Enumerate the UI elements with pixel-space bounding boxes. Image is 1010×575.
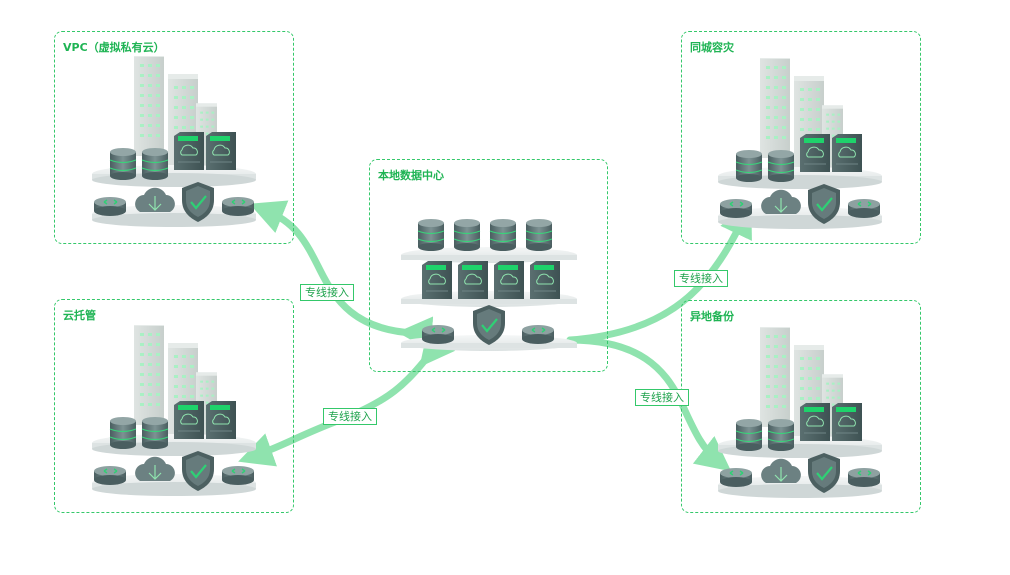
zone-title-same-city-dr: 同城容灾 (690, 41, 734, 54)
cloud-hosting-infrastructure-scene (92, 325, 262, 500)
local-datacenter-scene (401, 218, 577, 351)
zone-remote-backup: 异地备份 (681, 300, 921, 513)
zone-title-vpc: VPC（虚拟私有云） (63, 41, 165, 54)
link-label-vpc: 专线接入 (300, 284, 354, 301)
same-city-dr-scene (718, 58, 888, 233)
database-icon (417, 218, 445, 252)
vpc-infrastructure-scene (92, 56, 262, 231)
link-label-same-city-dr: 专线接入 (674, 270, 728, 287)
zone-local-datacenter: 本地数据中心 (369, 159, 608, 372)
zone-cloud-hosting: 云托管 (54, 299, 294, 513)
zone-title-remote-backup: 异地备份 (690, 310, 734, 323)
link-arrow-vpc (249, 200, 434, 352)
remote-backup-scene (718, 327, 888, 502)
link-label-cloud-hosting: 专线接入 (323, 408, 377, 425)
zone-title-local-datacenter: 本地数据中心 (378, 169, 444, 182)
zone-vpc: VPC（虚拟私有云） (54, 31, 294, 244)
router-icon (421, 324, 455, 345)
zone-same-city-dr: 同城容灾 (681, 31, 921, 244)
zone-title-cloud-hosting: 云托管 (63, 309, 96, 322)
link-label-remote-backup: 专线接入 (635, 389, 689, 406)
server-rack-icon (421, 260, 453, 300)
